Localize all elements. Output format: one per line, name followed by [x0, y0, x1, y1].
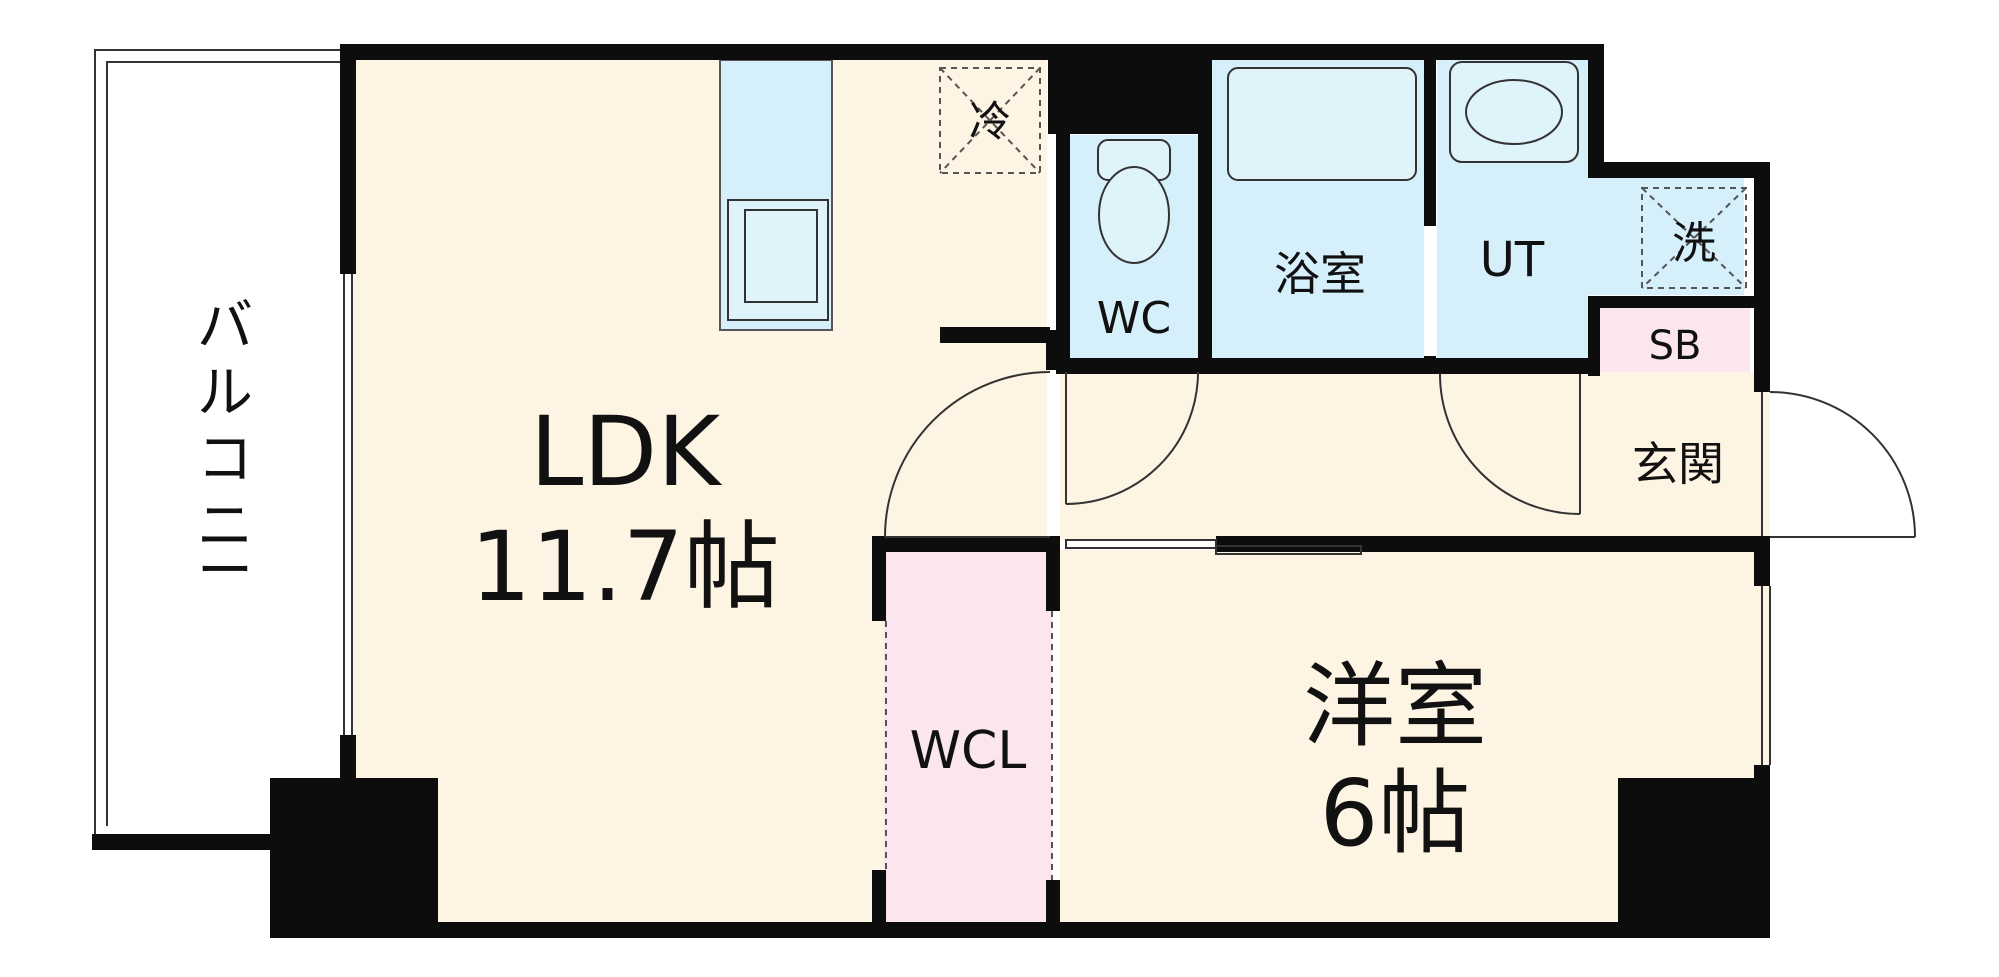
entrance-label: 玄関: [1632, 437, 1724, 491]
ldk-size-label: 11.7帖: [470, 511, 780, 623]
western-room-size-label: 6帖: [1320, 760, 1471, 867]
ut-label: UT: [1480, 232, 1545, 288]
western-room-name-label: 洋室: [1303, 653, 1487, 760]
ut-annex-floor: [1589, 175, 1744, 295]
shoe-box-label: SB: [1649, 323, 1702, 369]
balcony-char-2: ル: [197, 361, 253, 426]
fridge-space: [939, 67, 1041, 174]
balcony-char-3: コ: [197, 427, 253, 492]
toilet-icon: [1097, 139, 1171, 264]
washbasin-icon: [1449, 61, 1579, 163]
wc-label: WC: [1097, 293, 1171, 344]
fridge-label: 冷: [969, 97, 1011, 146]
balcony-char-1: バ: [197, 294, 253, 359]
washer-label: 洗: [1672, 218, 1716, 269]
ldk-name-label: LDK: [530, 396, 722, 508]
kitchen-sink-icon: [727, 199, 829, 321]
shoe-box-floor: [1600, 308, 1750, 372]
washer-space: [1641, 187, 1747, 289]
hall-floor: [1060, 372, 1770, 540]
walk-in-closet-label: WCL: [910, 721, 1027, 781]
balcony-label: バ ル コ ニ ー: [197, 294, 253, 604]
bath-label: 浴室: [1274, 247, 1366, 301]
doors: [884, 371, 1916, 880]
balcony-char-5: ー: [197, 539, 253, 604]
walls: [270, 44, 1770, 938]
balcony-char-4: ニ: [197, 494, 253, 559]
walk-in-closet-floor: [884, 552, 1052, 928]
bathtub-icon: [1227, 67, 1417, 181]
windows: [343, 274, 1771, 765]
